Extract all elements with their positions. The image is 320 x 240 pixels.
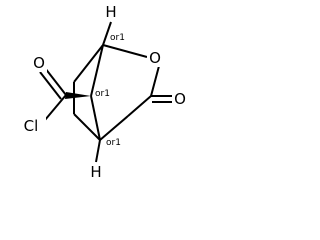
bond-c3-c4: [127, 95, 152, 117]
atom-chlorine: Cl: [24, 117, 39, 135]
bond-c1-c8: [90, 44, 104, 97]
bond-acyl-carbonyl-oxygen-double: [39, 71, 62, 100]
bond-c8-c5: [90, 95, 101, 141]
atom-h-top: H: [105, 3, 116, 21]
stereo-label-c5: or1: [106, 138, 121, 148]
atom-ring-oxygen: O: [149, 49, 161, 67]
atom-carbonyl-oxygen-acyl: O: [33, 54, 45, 72]
stereo-label-c1: or1: [110, 33, 125, 43]
bond-c1-h-top: [102, 21, 112, 46]
atom-h-bottom: H: [90, 163, 101, 181]
chemical-structure: H O O O Cl H or1 or1 or1: [16, 3, 188, 181]
bond-ring-oxygen-c3: [150, 65, 160, 97]
bond-c4-c5: [99, 115, 129, 141]
atom-labels: H O O O Cl H: [16, 3, 188, 181]
stereo-labels: or1 or1 or1: [95, 33, 125, 148]
wedge-bond-c8-acyl: [65, 92, 91, 99]
bond-c6-c5: [73, 113, 101, 141]
bond-c1-ring-oxygen: [102, 44, 148, 58]
bond-acyl-chlorine: [44, 94, 67, 121]
bond-c1-c7: [73, 44, 104, 83]
bond-layer: [39, 21, 172, 163]
bond-c5-h-bottom: [95, 139, 101, 163]
stereo-label-c8: or1: [95, 89, 110, 99]
bond-acyl-carbonyl-oxygen: [44, 67, 67, 96]
atom-carbonyl-oxygen-lactone: O: [174, 90, 186, 108]
